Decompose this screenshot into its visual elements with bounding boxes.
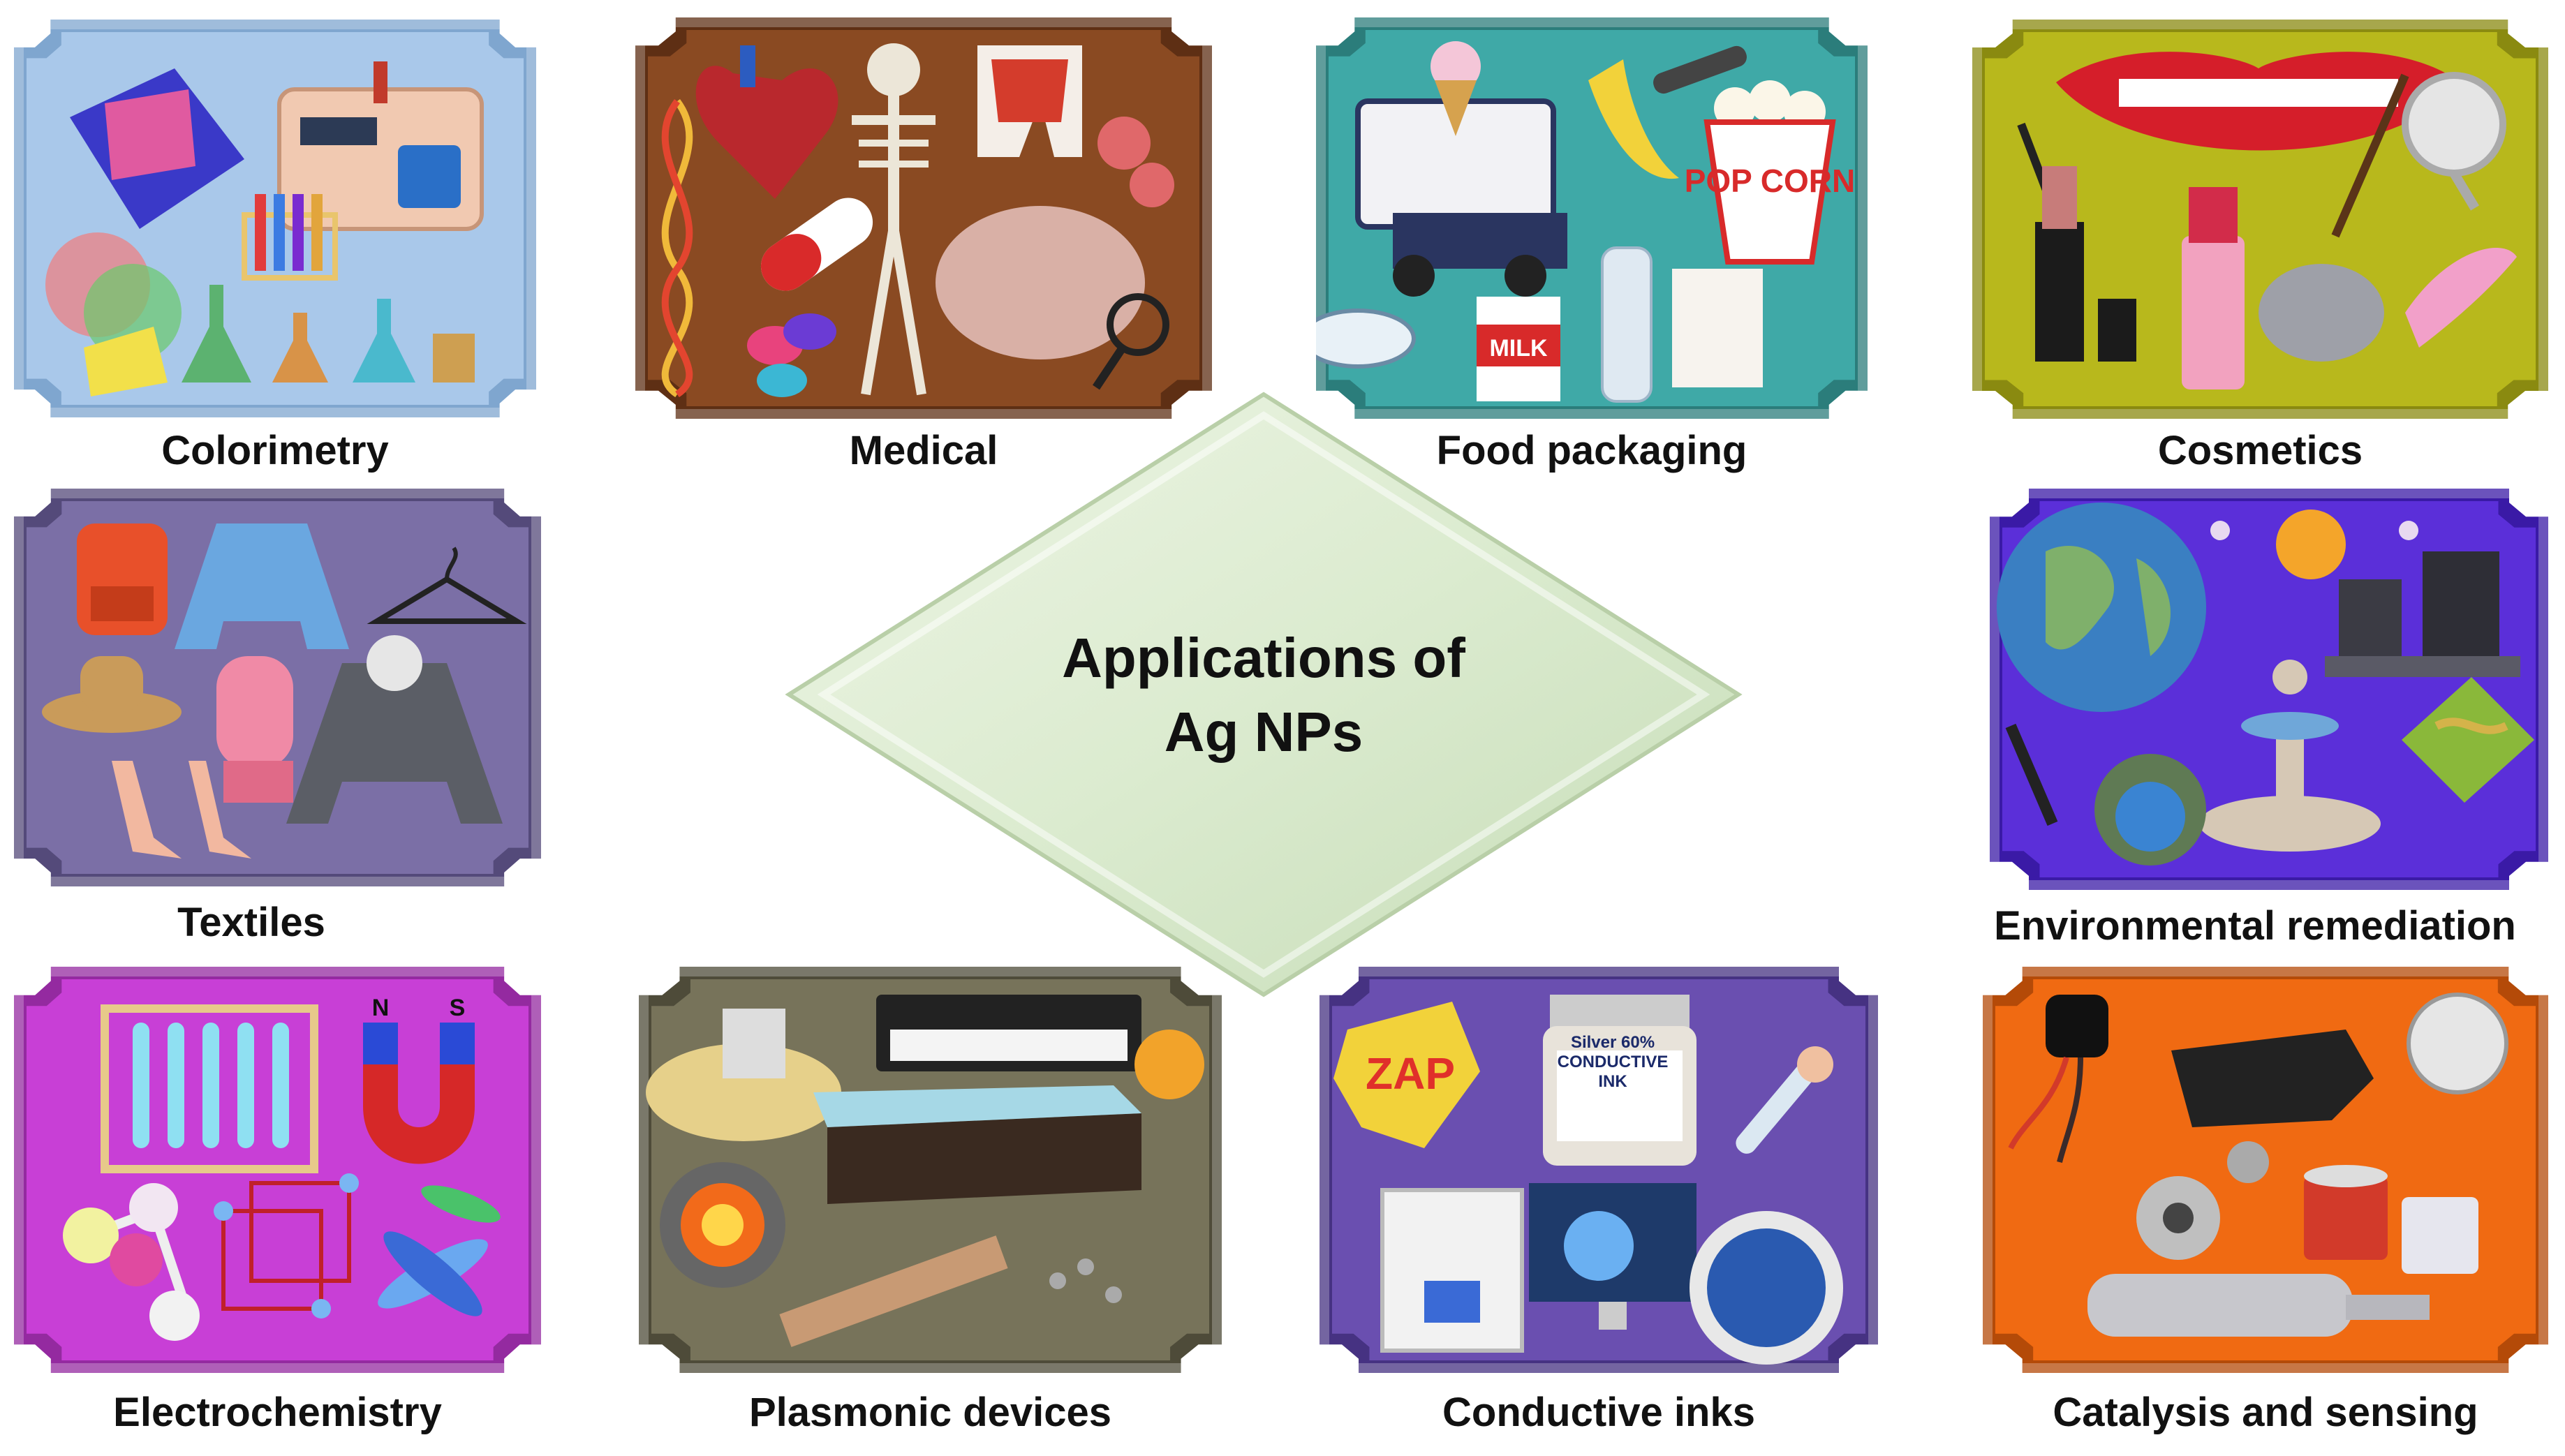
food-truck-icon xyxy=(1355,98,1567,297)
earth-core-icon xyxy=(660,1162,785,1288)
gear-icon xyxy=(2136,1141,2269,1260)
hat-icon xyxy=(42,656,182,733)
keyboard-icon xyxy=(876,995,1141,1071)
heels-icon xyxy=(112,761,251,859)
popcorn-label: POP CORN xyxy=(1685,163,1856,199)
magnet-icon: N S xyxy=(363,995,475,1164)
bracket-icon xyxy=(2171,993,2508,1127)
3d-printer-icon xyxy=(1380,1188,1524,1353)
tooth-icon xyxy=(977,45,1082,157)
jacket-icon xyxy=(286,635,503,824)
grass-tile-icon xyxy=(2402,677,2534,803)
sun-icon xyxy=(1134,1030,1204,1099)
lipstick-icon xyxy=(2035,166,2245,389)
volcano-block-icon xyxy=(646,1009,1141,1204)
pen-icon xyxy=(1736,1046,1833,1154)
sun-icon xyxy=(2210,510,2418,579)
caption-medical: Medical xyxy=(849,428,998,473)
test-tubes-icon xyxy=(242,194,338,281)
panel-conductive-inks: ZAP xyxy=(1320,967,1878,1373)
comb-icon xyxy=(2259,247,2517,362)
exhaust-pipe-icon xyxy=(2087,1274,2430,1337)
caption-plasmonic-devices: Plasmonic devices xyxy=(748,1390,1112,1435)
milk-label: MILK xyxy=(1489,335,1548,362)
panel-catalysis-and-sensing xyxy=(1983,967,2548,1373)
crystal-lattice-icon xyxy=(214,1173,359,1318)
panel-food-packaging: POP CORN MILK xyxy=(1316,17,1868,419)
backpack-icon xyxy=(77,523,168,635)
popcorn-icon: POP CORN xyxy=(1685,80,1856,265)
caption-textiles: Textiles xyxy=(177,900,325,945)
panel-plasmonic-devices xyxy=(639,967,1222,1373)
zap-label: ZAP xyxy=(1366,1048,1455,1099)
panel-colorimetry xyxy=(14,20,536,417)
can-icon xyxy=(2304,1165,2478,1274)
puffer-jacket-icon xyxy=(175,523,349,649)
ink-jar-icon xyxy=(1543,995,1697,1166)
rocks-icon xyxy=(2325,551,2520,677)
skeleton-icon xyxy=(852,43,936,396)
orbital-icon xyxy=(378,1185,501,1316)
sensor-cable-icon xyxy=(2008,995,2108,1163)
globe-icon xyxy=(1997,503,2206,712)
center-title-line2: Ag NPs xyxy=(1164,701,1363,763)
caption-cosmetics: Cosmetics xyxy=(2157,428,2363,473)
zap-icon: ZAP xyxy=(1333,1002,1480,1148)
caption-electrochemistry: Electrochemistry xyxy=(113,1390,442,1435)
caption-environmental-remediation: Environmental remediation xyxy=(1994,903,2516,949)
banana-icon xyxy=(1588,45,1747,179)
heart-icon xyxy=(695,45,838,199)
monitor-icon xyxy=(1529,1183,1697,1330)
magnet-south-label: S xyxy=(450,995,466,1021)
center-diamond xyxy=(782,387,1745,1002)
milk-carton-icon: MILK xyxy=(1477,297,1560,401)
lips-icon xyxy=(2056,52,2461,151)
dna-icon xyxy=(661,99,693,398)
rod-icon xyxy=(779,1235,1122,1347)
caption-food-packaging: Food packaging xyxy=(1436,428,1747,473)
test-tube-rack-icon xyxy=(101,1004,318,1173)
panel-electrochemistry: N S xyxy=(14,967,541,1373)
panel-medical xyxy=(635,17,1212,419)
colorimeter-icon xyxy=(277,61,484,231)
magnet-north-label: N xyxy=(372,995,390,1021)
fountain-icon xyxy=(2199,660,2381,852)
mirror-icon xyxy=(2402,72,2506,211)
caption-catalysis-and-sensing: Catalysis and sensing xyxy=(2053,1390,2478,1435)
hanger-icon xyxy=(367,547,527,624)
circuit-board-icon xyxy=(1690,1211,1843,1365)
caption-conductive-inks: Conductive inks xyxy=(1442,1390,1755,1435)
molecule-icon xyxy=(63,1183,200,1341)
pill-icon xyxy=(747,198,873,397)
center-title-line1: Applications of xyxy=(1062,627,1465,689)
panel-textiles xyxy=(14,489,541,886)
ink-jar-label: Silver 60% CONDUCTIVE INK xyxy=(1558,1033,1669,1091)
water-bottle-icon xyxy=(1316,246,1763,403)
panel-cosmetics xyxy=(1972,20,2548,419)
flasks-icon xyxy=(182,285,475,382)
brain-icon xyxy=(936,117,1174,390)
panel-environmental-remediation xyxy=(1990,489,2548,890)
caption-colorimetry: Colorimetry xyxy=(161,428,389,473)
center-title: Applications of Ag NPs xyxy=(1061,621,1466,769)
waterfall-icon xyxy=(2005,723,2206,866)
ice-cream-icon xyxy=(1431,41,1481,136)
mitten-icon xyxy=(216,656,293,803)
color-filters-icon xyxy=(45,68,244,396)
